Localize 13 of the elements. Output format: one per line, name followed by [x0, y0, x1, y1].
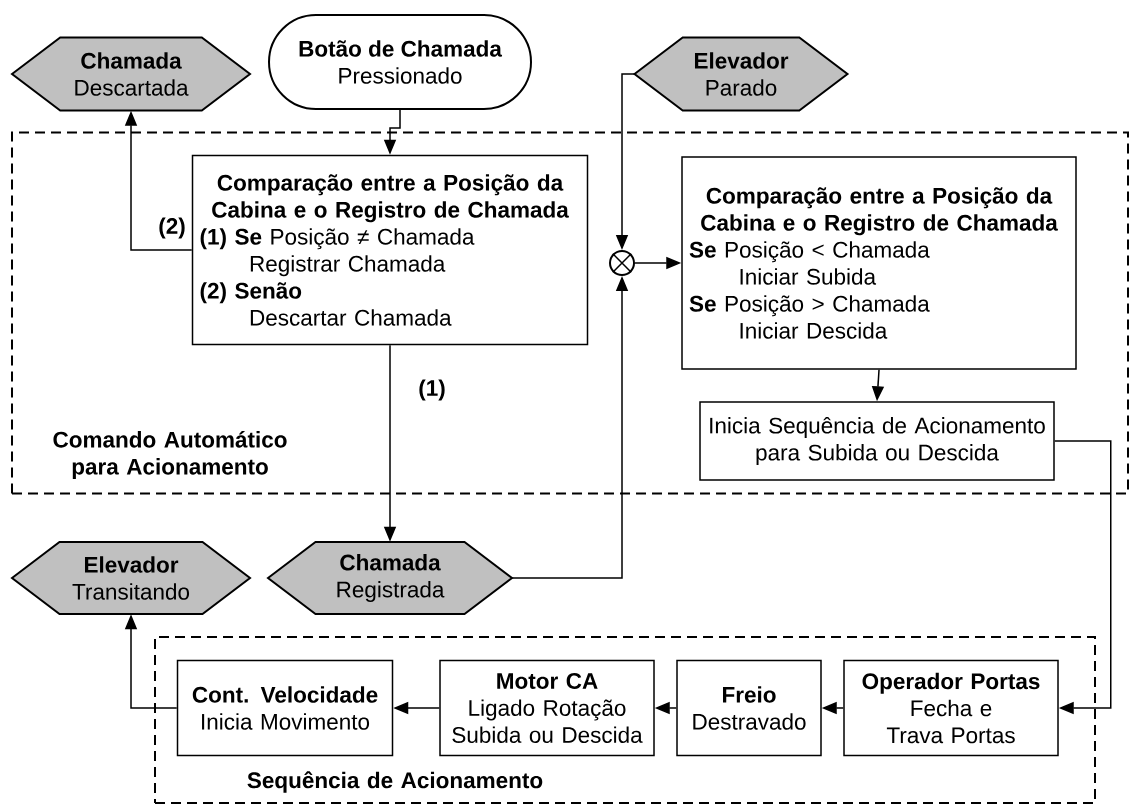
- arrow: [1054, 440, 1112, 715]
- process-box: Motor CA Ligado Rotação Subida ou Descida: [439, 659, 655, 757]
- group-title: Comando Automático para Acionamento: [53, 430, 287, 480]
- process-box: Comparação entre a Posição da Cabina e o Registro de Chamada Se Posição < Chamada Iniciar Subida Se Posição > Chamada Iniciar Descida: [681, 156, 1077, 370]
- process-box: Comparação entre a Posição da Cabina e o Registro de Chamada (1) Se Posição ≠ Chamada Registrar Chamada (2) Senão Descartar Chamada: [191, 154, 589, 346]
- summing-junction: [609, 250, 635, 276]
- group-title: Sequência de Acionamento: [247, 771, 543, 793]
- edge-label: (2): [157, 216, 187, 240]
- edge-label: (1): [417, 378, 447, 402]
- process-box: Freio Destravado: [676, 659, 822, 757]
- process-box: Operador Portas Fecha e Trava Portas: [843, 659, 1059, 757]
- process-box: Inicia Sequência de Acionamento para Subida ou Descida: [699, 401, 1055, 481]
- process-box: Cont. Velocidade Inicia Movimento: [176, 659, 394, 757]
